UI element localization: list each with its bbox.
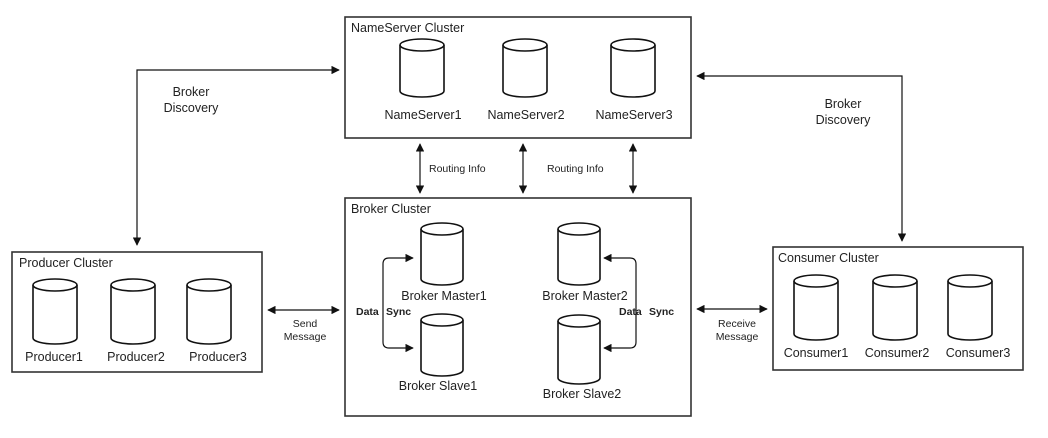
broker-discovery-right-arrow [696, 71, 907, 242]
node-label-producer1: Producer1 [25, 350, 83, 364]
broker-discovery-left-line1: Broker [173, 85, 210, 99]
cylinder-body-consumer2 [872, 281, 918, 341]
node-label-broker-master1: Broker Master1 [401, 289, 486, 303]
node-label-broker-slave1: Broker Slave1 [399, 379, 478, 393]
cylinder-top-broker-slave1 [420, 313, 464, 327]
data-sync-right-arrow [603, 253, 637, 353]
cylinder-body-consumer1 [793, 281, 839, 341]
send-message-line1: Send [293, 318, 318, 330]
cylinder-top-nameserver1 [399, 38, 445, 52]
data-sync-right-sync: Sync [649, 306, 674, 318]
node-label-consumer3: Consumer3 [946, 346, 1011, 360]
cylinder-body-broker-master1 [420, 229, 464, 286]
broker-discovery-right-line1: Broker [825, 97, 862, 111]
node-label-broker-slave2: Broker Slave2 [543, 387, 622, 401]
cylinder-top-producer1 [32, 278, 78, 292]
data-sync-left-data: Data [356, 306, 379, 318]
cylinder-top-producer3 [186, 278, 232, 292]
node-label-broker-master2: Broker Master2 [542, 289, 627, 303]
cylinder-nodes [32, 38, 993, 385]
node-label-producer2: Producer2 [107, 350, 165, 364]
cylinder-consumer2 [872, 274, 918, 341]
cylinder-body-broker-slave2 [557, 321, 601, 385]
node-label-consumer2: Consumer2 [865, 346, 930, 360]
cylinder-body-consumer3 [947, 281, 993, 341]
broker-discovery-right-line2: Discovery [816, 113, 872, 127]
broker-cluster-box [344, 197, 692, 417]
cylinder-top-nameserver3 [610, 38, 656, 52]
broker-discovery-left-line2: Discovery [164, 101, 220, 115]
send-message-line2: Message [284, 331, 327, 343]
cylinder-top-consumer1 [793, 274, 839, 288]
cylinder-top-consumer3 [947, 274, 993, 288]
cylinder-body-nameserver3 [610, 45, 656, 98]
cylinder-consumer1 [793, 274, 839, 341]
cylinder-producer1 [32, 278, 78, 345]
cylinder-body-producer2 [110, 285, 156, 345]
cylinder-body-producer1 [32, 285, 78, 345]
cylinder-nameserver1 [399, 38, 445, 98]
data-sync-left-arrow [382, 253, 414, 353]
routing-info-left-label: Routing Info [429, 163, 486, 175]
cylinder-top-producer2 [110, 278, 156, 292]
routing-info-right-label: Routing Info [547, 163, 604, 175]
receive-message-line1: Receive [718, 318, 756, 330]
broker-cluster-title: Broker Cluster [351, 202, 431, 216]
consumer-cluster-title: Consumer Cluster [778, 251, 879, 265]
node-label-nameserver2: NameServer2 [487, 108, 564, 122]
cylinder-top-nameserver2 [502, 38, 548, 52]
broker-cluster: Broker Cluster [344, 197, 692, 417]
cylinder-body-nameserver1 [399, 45, 445, 98]
cylinder-body-producer3 [186, 285, 232, 345]
node-label-consumer1: Consumer1 [784, 346, 849, 360]
cylinder-top-broker-master2 [557, 222, 601, 236]
cylinder-body-broker-master2 [557, 229, 601, 286]
cylinder-top-broker-slave2 [557, 314, 601, 328]
cylinder-broker-master1 [420, 222, 464, 286]
cylinder-nameserver3 [610, 38, 656, 98]
cylinder-nameserver2 [502, 38, 548, 98]
cylinder-top-consumer2 [872, 274, 918, 288]
producer-cluster-title: Producer Cluster [19, 256, 113, 270]
cylinder-broker-slave2 [557, 314, 601, 385]
receive-message-line2: Message [716, 331, 759, 343]
edges [132, 65, 907, 353]
broker-discovery-left-arrow [132, 65, 340, 246]
cylinder-top-broker-master1 [420, 222, 464, 236]
cylinder-broker-slave1 [420, 313, 464, 377]
data-sync-left-sync: Sync [386, 306, 411, 318]
cylinder-broker-master2 [557, 222, 601, 286]
node-label-nameserver1: NameServer1 [384, 108, 461, 122]
cylinder-body-nameserver2 [502, 45, 548, 98]
node-label-producer3: Producer3 [189, 350, 247, 364]
nameserver-cluster-title: NameServer Cluster [351, 21, 464, 35]
node-label-nameserver3: NameServer3 [595, 108, 672, 122]
cylinder-producer2 [110, 278, 156, 345]
cylinder-consumer3 [947, 274, 993, 341]
data-sync-right-data: Data [619, 306, 642, 318]
cylinder-producer3 [186, 278, 232, 345]
cylinder-body-broker-slave1 [420, 320, 464, 377]
